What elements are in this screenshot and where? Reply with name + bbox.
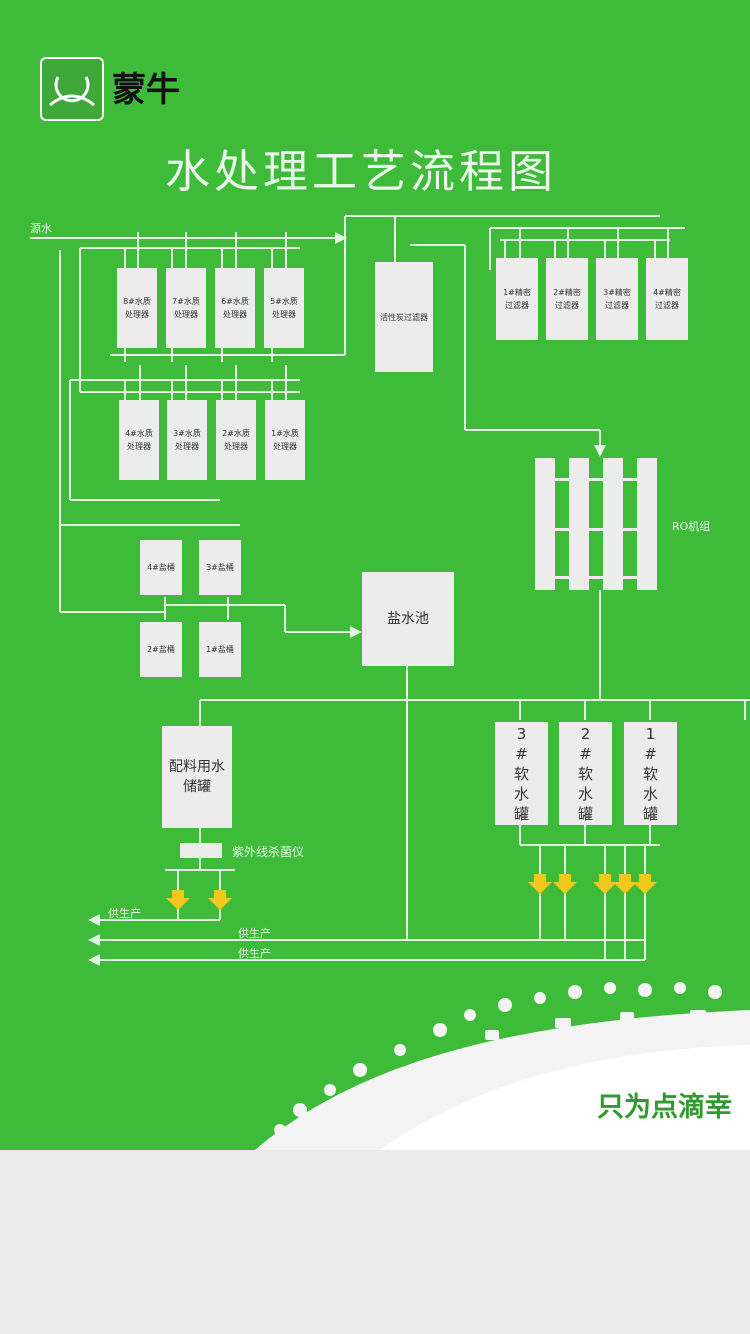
processor-2: 2#水质处理器 [216,400,256,480]
output-label-1: 供生产 [108,907,141,920]
salt-tank-2: 2#盐桶 [140,622,182,677]
processor-4: 4#水质处理器 [119,400,159,480]
decorative-icons [274,982,722,1136]
uv-sterilizer [180,843,222,858]
ro-unit-label: RO机组 [672,520,711,533]
salt-tank-3: 3#盐桶 [199,540,241,595]
processor-1: 1#水质处理器 [265,400,305,480]
salt-tank-4: 4#盐桶 [140,540,182,595]
fine-filter-1: 1#精密过滤器 [496,258,538,340]
salt-tank-1: 1#盐桶 [199,622,241,677]
ro-unit [535,458,659,590]
brine-pool: 盐水池 [362,572,454,666]
raw-water-label: 源水 [30,222,52,235]
pipe-network [30,215,750,966]
processor-6: 6#水质处理器 [215,268,255,348]
flow-arrows [166,874,657,910]
fine-filter-2: 2#精密过滤器 [546,258,588,340]
soft-tank-3: 3#软水罐 [495,722,548,825]
processor-8: 8#水质处理器 [117,268,157,348]
logo-emblem [40,57,104,121]
table-surface [0,1150,750,1334]
storage-tank: 配料用水储罐 [162,726,232,828]
soft-tank-2: 2#软水罐 [559,722,612,825]
processor-3: 3#水质处理器 [167,400,207,480]
output-label-3: 供生产 [238,947,271,960]
uv-sterilizer-label: 紫外线杀菌仪 [232,845,305,859]
poster: 蒙牛 水处理工艺流程图 [0,0,750,1150]
page-title: 水处理工艺流程图 [165,145,558,198]
output-label-2: 供生产 [238,927,271,940]
carbon-filter: 活性炭过滤器 [375,262,433,372]
decorative-wave [255,982,750,1150]
processor-7: 7#水质处理器 [166,268,206,348]
processor-5: 5#水质处理器 [264,268,304,348]
logo-icon [49,76,95,107]
fine-filter-3: 3#精密过滤器 [596,258,638,340]
logo-text: 蒙牛 [112,70,180,110]
soft-tank-1: 1#软水罐 [624,722,677,825]
slogan: 只为点滴幸 [597,1092,732,1123]
fine-filter-4: 4#精密过滤器 [646,258,688,340]
